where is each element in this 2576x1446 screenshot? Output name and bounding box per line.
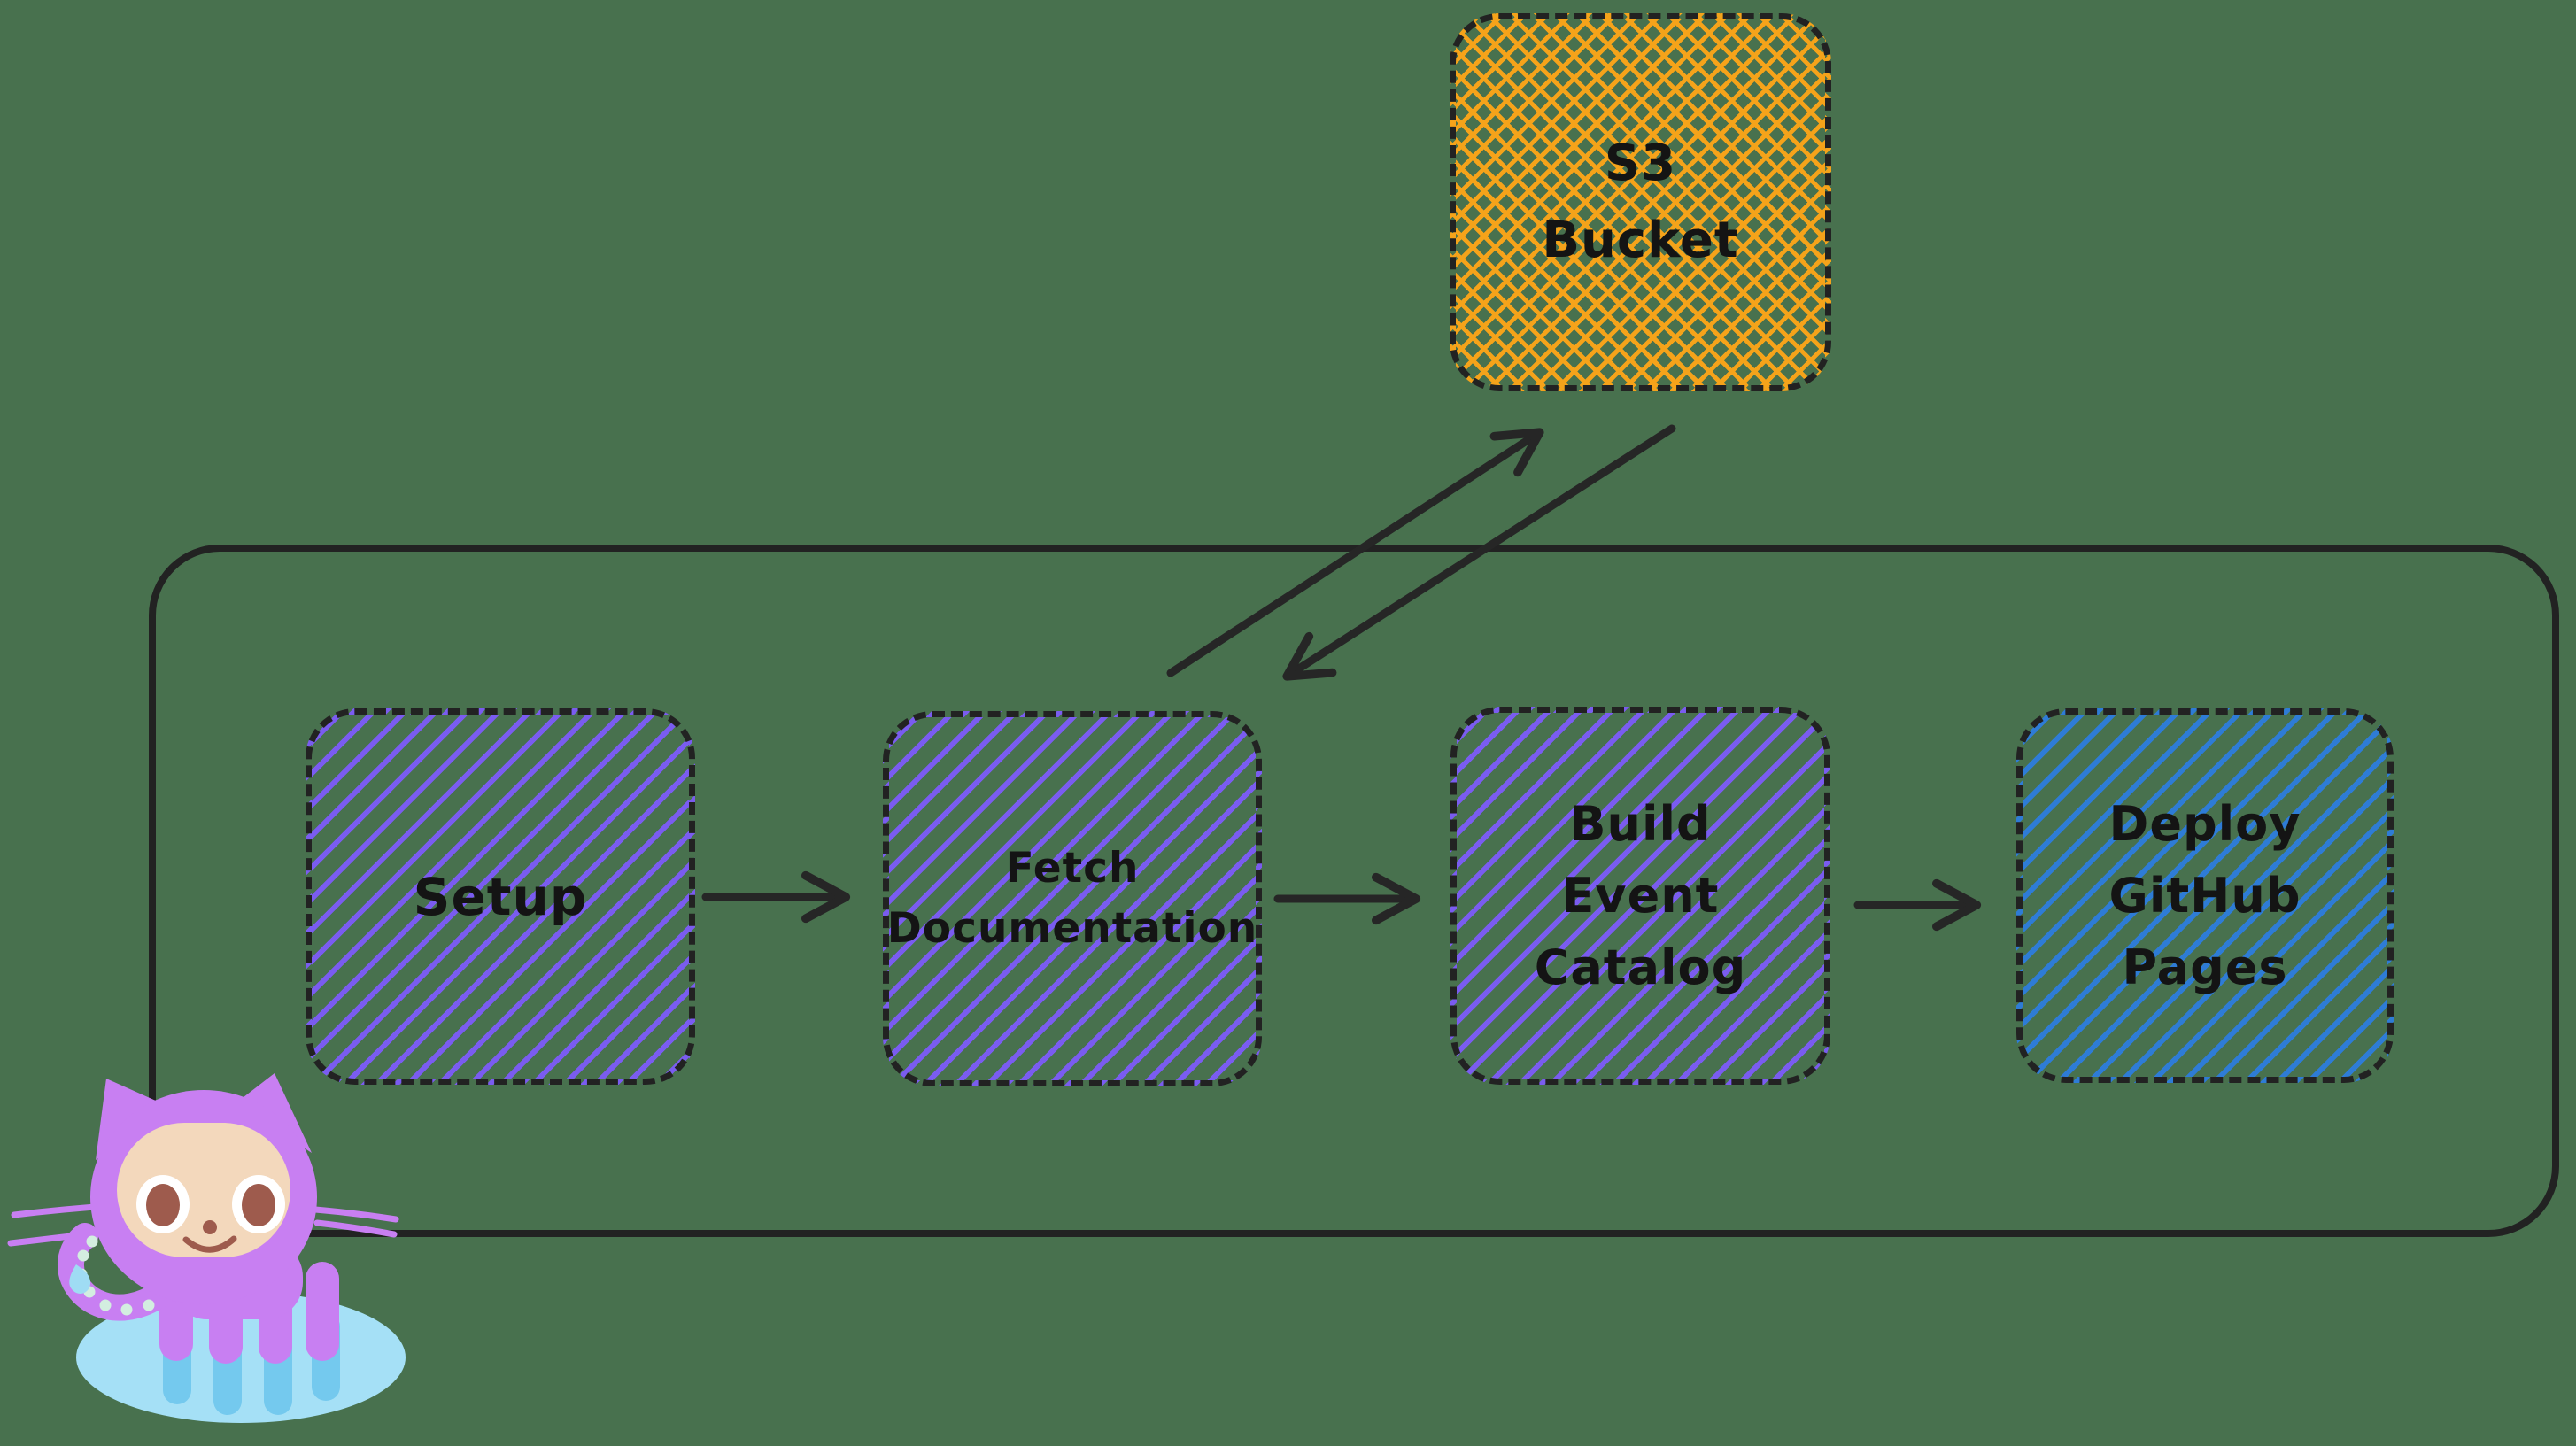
octocat-puddle <box>76 1292 406 1423</box>
node-setup: Setup <box>306 708 695 1085</box>
node-fetch-documentation: Fetch Documentation <box>883 711 1262 1086</box>
octocat-reflections <box>163 1312 340 1415</box>
octocat-leg <box>159 1262 193 1361</box>
node-deploy-github-pages-label: Deploy GitHub Pages <box>2108 796 2301 995</box>
node-fetch-documentation-label: Fetch Documentation <box>886 843 1258 953</box>
octocat-whisker-left-bottom <box>7 1226 135 1247</box>
octocat-arm <box>58 1223 199 1321</box>
octocat-arm-dots <box>75 1235 176 1316</box>
octocat-leg <box>306 1262 339 1361</box>
node-deploy-github-pages: Deploy GitHub Pages <box>2016 708 2394 1083</box>
node-build-event-catalog: Build Event Catalog <box>1450 707 1830 1085</box>
node-build-event-catalog-label: Build Event Catalog <box>1534 796 1747 995</box>
node-s3-bucket: S3 Bucket <box>1450 13 1831 391</box>
octocat-mouth <box>182 1235 237 1253</box>
node-setup-label: Setup <box>413 866 588 927</box>
octocat-leg <box>259 1264 292 1364</box>
octocat-teardrop <box>69 1264 91 1294</box>
octocat-whisker-left-top <box>11 1201 138 1218</box>
octocat-torso <box>170 1240 303 1319</box>
node-s3-bucket-label: S3 Bucket <box>1542 134 1739 269</box>
octocat-leg <box>209 1264 243 1364</box>
